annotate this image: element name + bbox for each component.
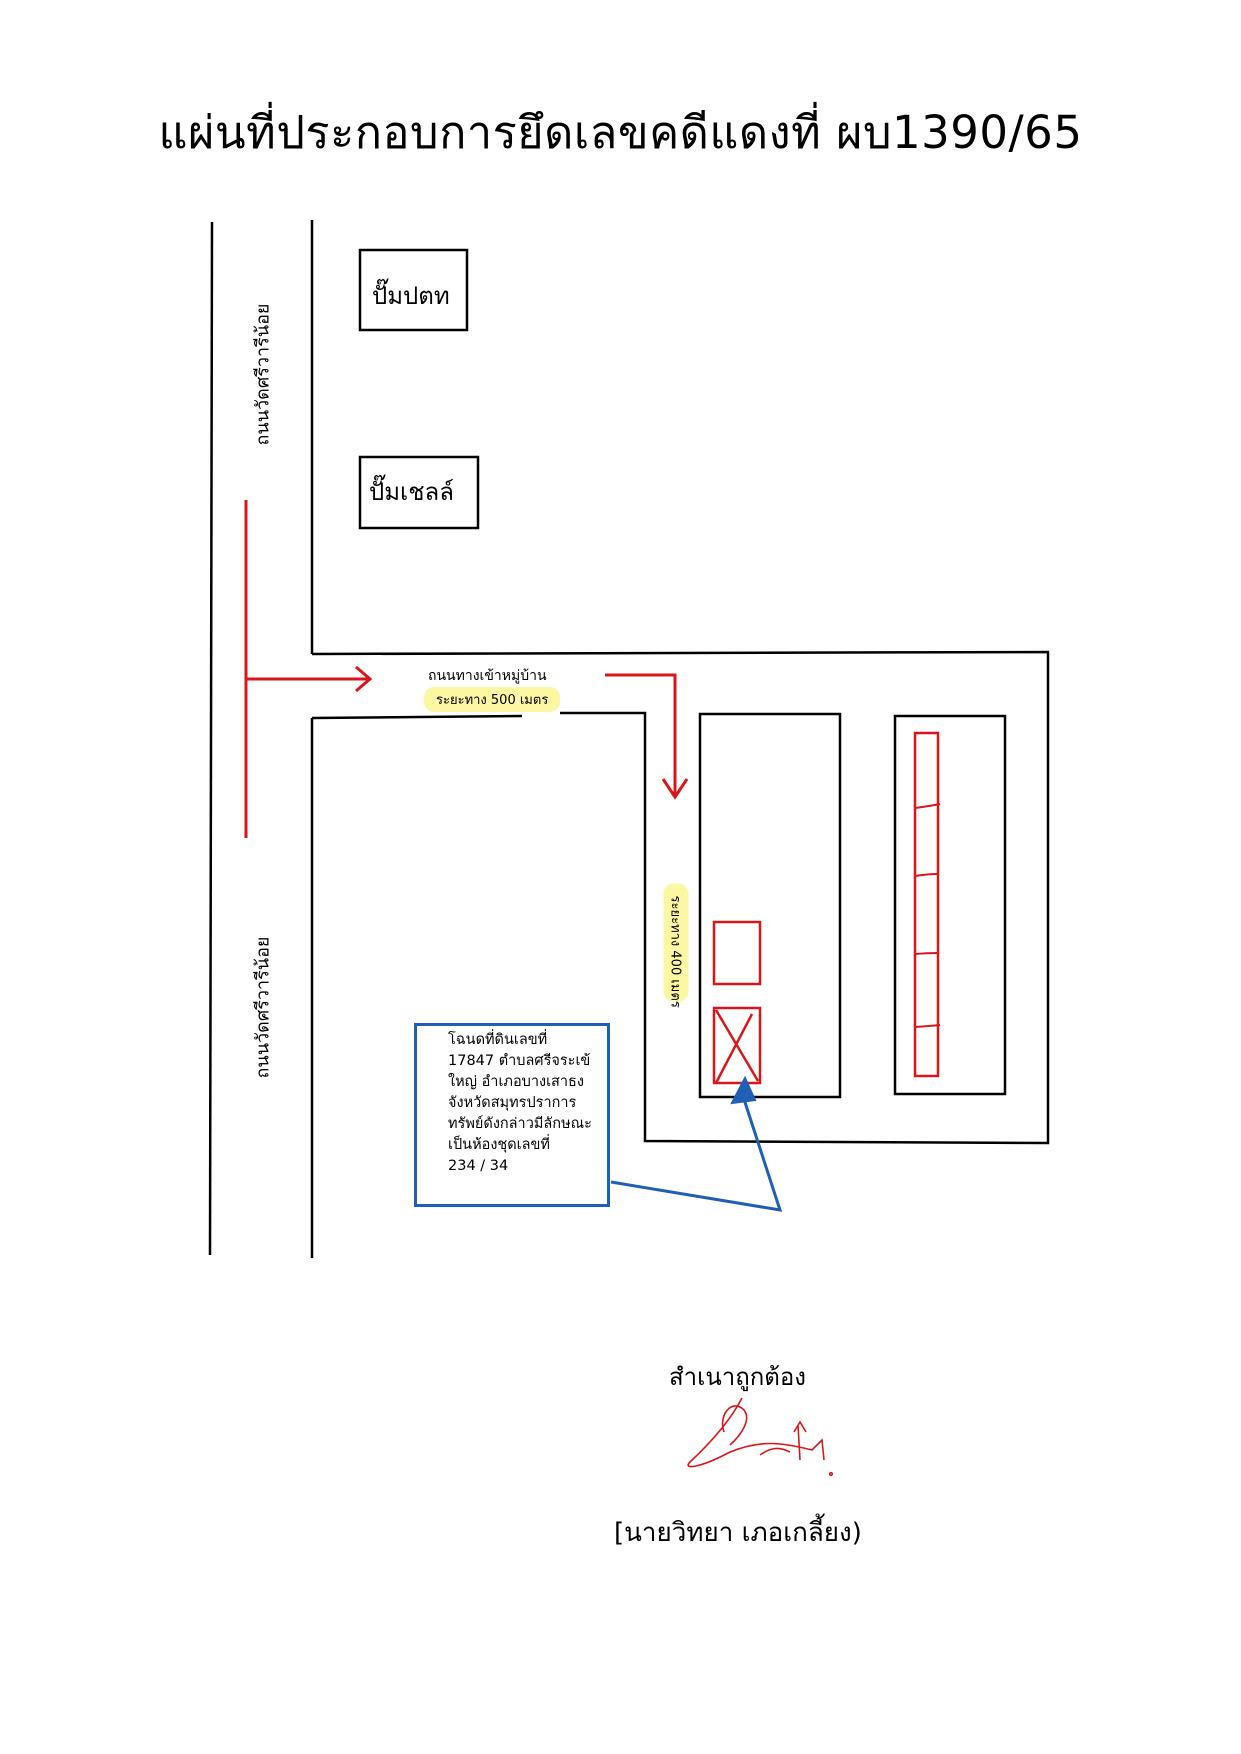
- building-block-right: [893, 714, 1007, 1096]
- deed-note-line: ทรัพย์ดังกล่าวมีลักษณะ: [448, 1116, 592, 1132]
- deed-note-line: โฉนดที่ดินเลขที่: [448, 1032, 548, 1048]
- unit-row-divider-4: [914, 1024, 941, 1028]
- route-arrowhead-right: [355, 665, 373, 693]
- deed-note-text: โฉนดที่ดินเลขที่ 17847 ตำบลศรีจระเข้ ใหญ…: [448, 1030, 608, 1177]
- deed-note-line: ใหญ่ อำเภอบางเสาธง: [448, 1074, 584, 1090]
- main-road-label-upper: ถนนวัดศรีวารีน้อย: [252, 303, 274, 446]
- deed-note-line: 234 / 34: [448, 1158, 509, 1174]
- village-road-label: ถนนทางเข้าหมู่บ้าน: [428, 668, 547, 684]
- route-into-soi: [605, 673, 677, 795]
- deed-note-box: [414, 1023, 610, 1207]
- unit-seized-cross-2: [714, 1013, 754, 1084]
- signer-name: [นายวิทยา เภอเกลี้ยง): [614, 1518, 862, 1548]
- page-title: แผ่นที่ประกอบการยึดเลขคดีแดงที่ ผบ1390/6…: [158, 106, 1083, 159]
- route-arrowhead-down: [661, 778, 689, 800]
- note-pointer: [610, 1092, 783, 1212]
- ptt-pump-box: [358, 248, 469, 332]
- unit-row-divider-1: [914, 803, 941, 809]
- certified-copy-text: สำเนาถูกต้อง: [669, 1363, 806, 1391]
- main-road-edge-left: [208, 221, 214, 1256]
- distance-500-label: ระยะทาง 500 เมตร: [424, 687, 561, 712]
- building-block-left: [698, 712, 842, 1099]
- shell-pump-box: [358, 455, 480, 530]
- unit-row-divider-2: [914, 873, 938, 877]
- deed-note-line: จังหวัดสมุทรปราการ: [448, 1095, 577, 1111]
- village-road-upper-edge: [311, 650, 1050, 1145]
- main-road-label-lower: ถนนวัดศรีวารีน้อย: [252, 936, 274, 1079]
- signature-scribble: [687, 1397, 834, 1477]
- unit-row-divider-3: [914, 952, 938, 955]
- distance-400-label: ระยะทาง 400 เมตร: [663, 883, 689, 1008]
- deed-note-line: เป็นห้องชุดเลขที่: [448, 1137, 550, 1153]
- unit-row-strip: [913, 731, 940, 1078]
- shell-pump-label: ปั๊มเชลล์: [369, 478, 454, 506]
- village-road-lower-edge: [311, 714, 523, 720]
- deed-note-line: 17847 ตำบลศรีจระเข้: [448, 1053, 591, 1069]
- ptt-pump-label: ปั๊มปตท: [372, 282, 450, 310]
- note-pointer-head: [730, 1075, 757, 1105]
- unit-seized-cross-1: [714, 1009, 760, 1082]
- unit-seized: [712, 1006, 762, 1085]
- unit-neighbor: [712, 920, 762, 986]
